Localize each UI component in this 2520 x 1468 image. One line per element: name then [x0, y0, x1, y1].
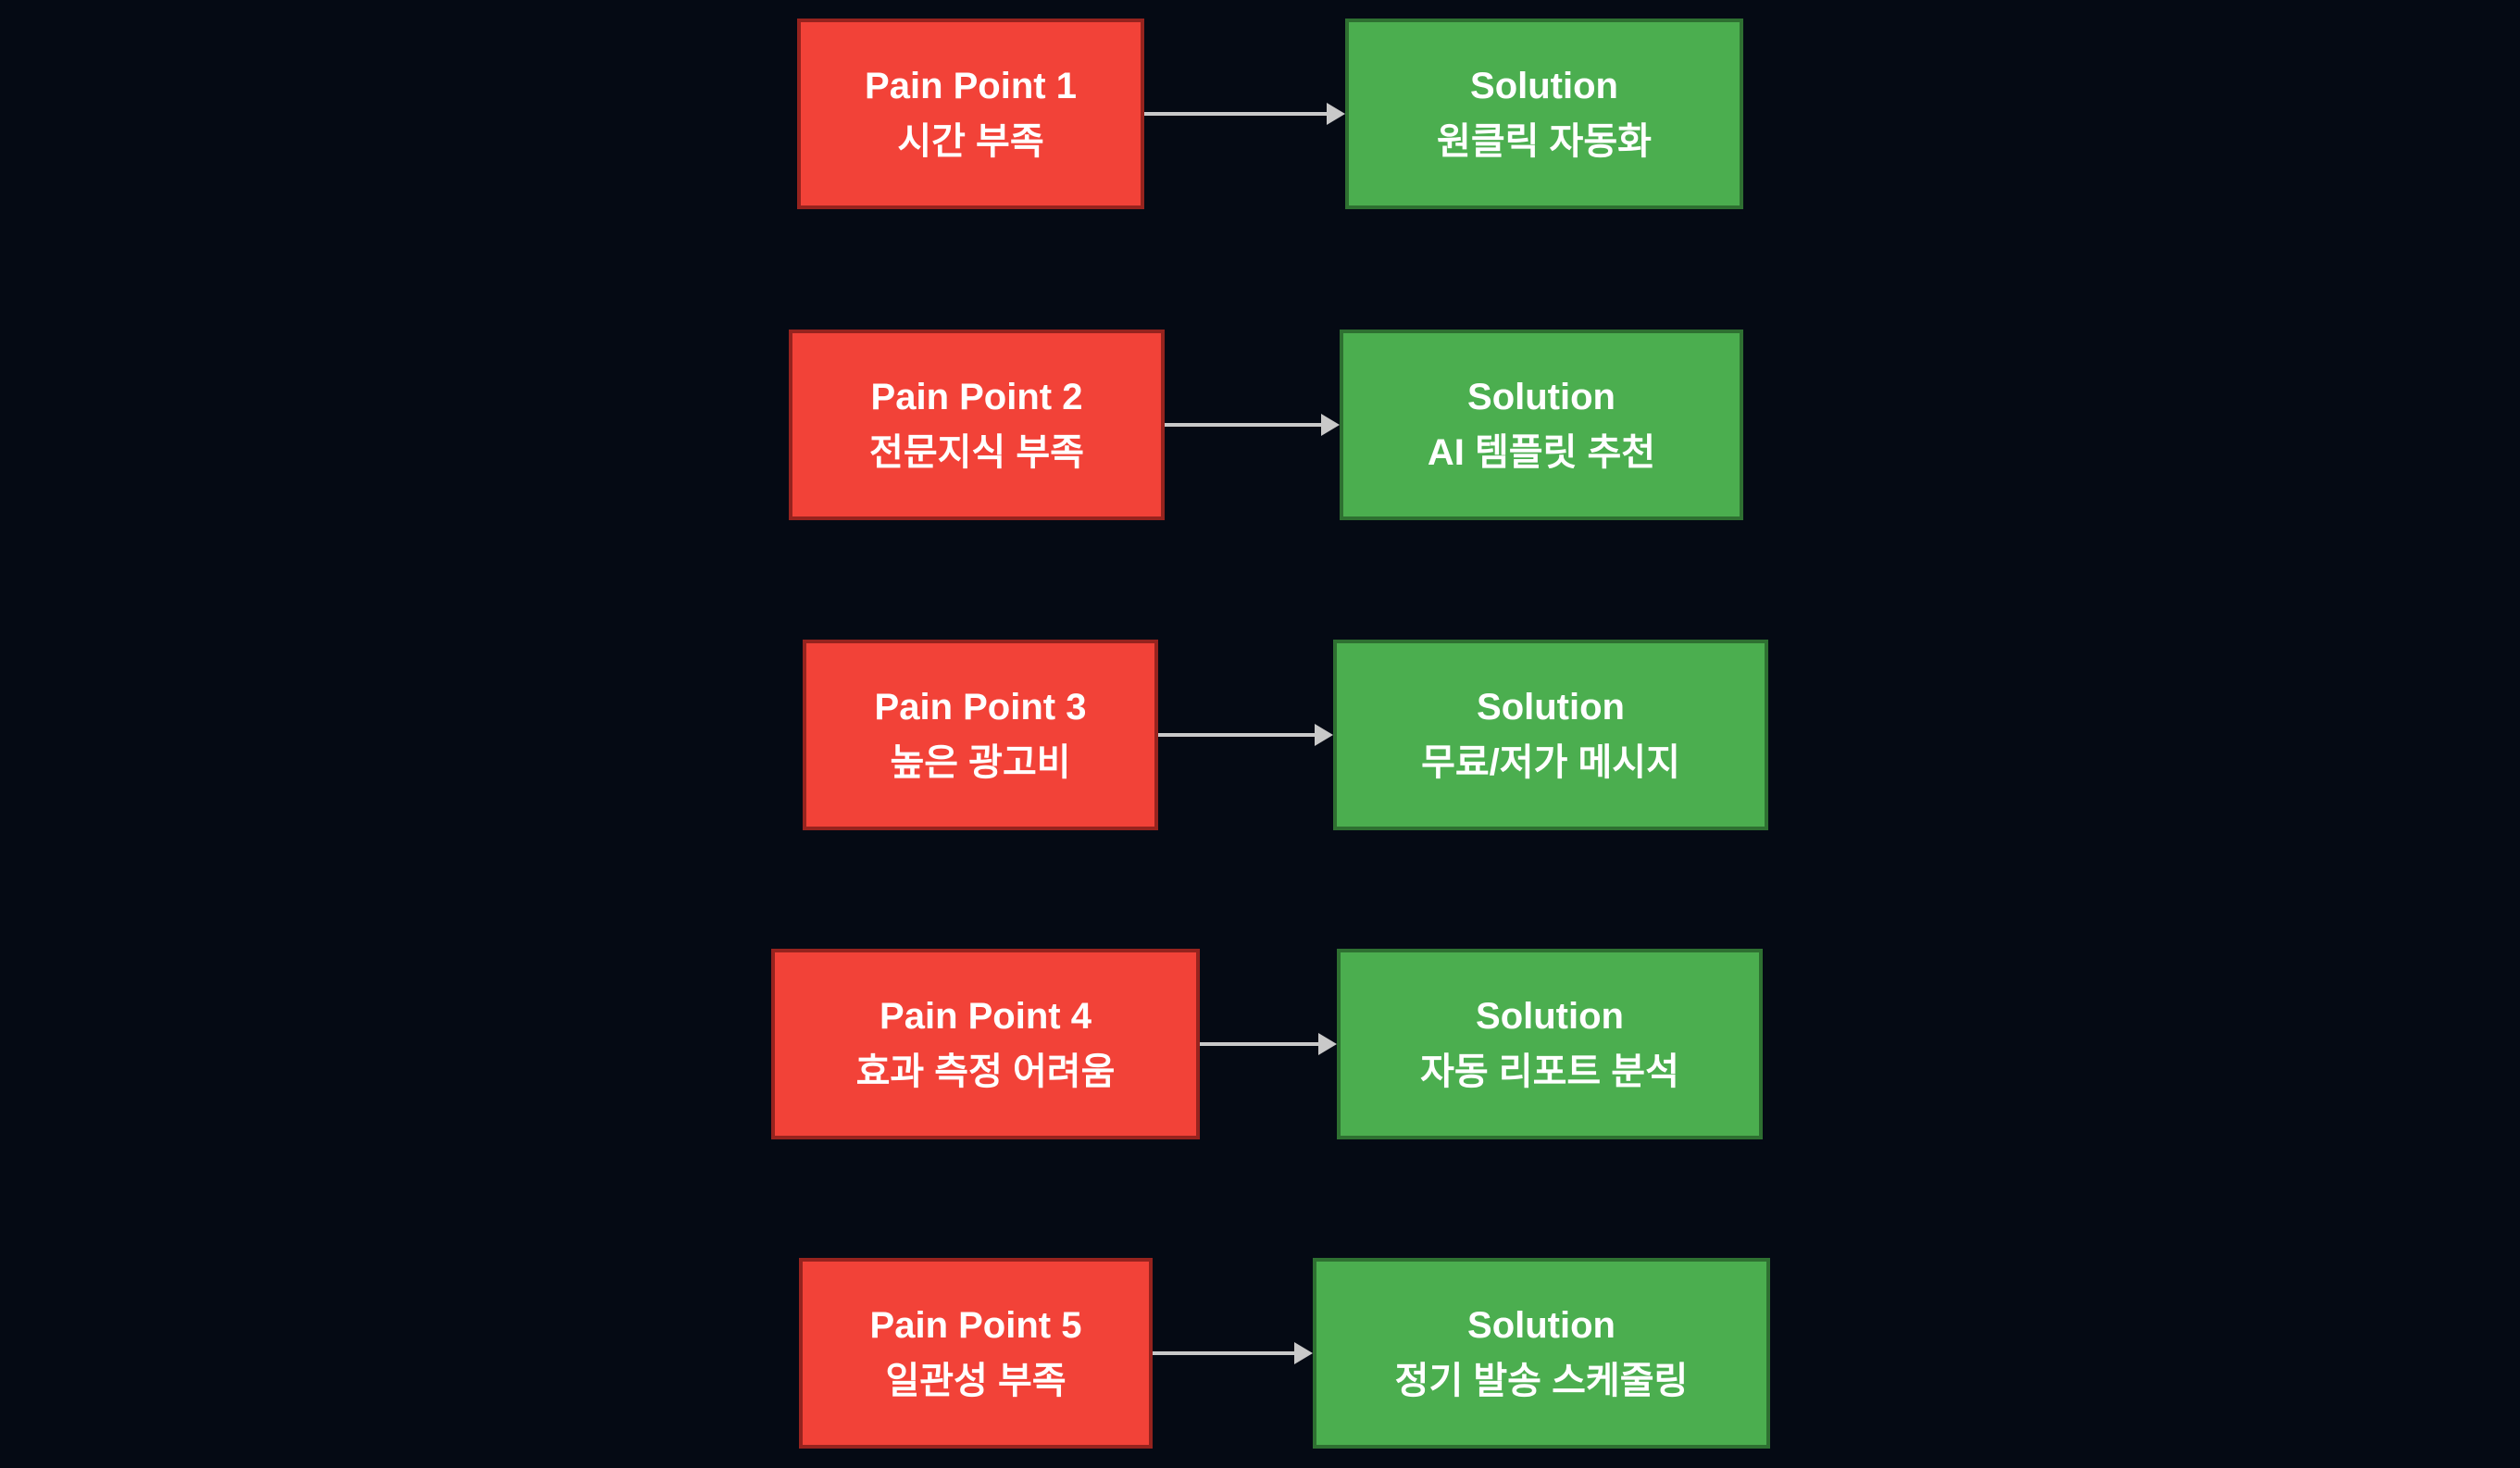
solution-box: Solution 원클릭 자동화 — [1345, 19, 1743, 209]
pain-solution-row: Pain Point 3 높은 광고비 Solution 무료/저가 메시지 — [0, 640, 2520, 830]
solution-title: Solution — [1477, 687, 1625, 728]
arrow-connector — [1200, 1042, 1318, 1046]
pain-point-subtitle: 효과 측정 어려움 — [855, 1051, 1116, 1092]
solution-title: Solution — [1476, 996, 1624, 1037]
solution-subtitle: 무료/저가 메시지 — [1421, 742, 1680, 783]
solution-subtitle: 자동 리포트 분석 — [1420, 1051, 1679, 1092]
pain-point-title: Pain Point 4 — [880, 996, 1092, 1037]
pain-point-subtitle: 일관성 부족 — [885, 1361, 1067, 1401]
arrow-connector — [1153, 1351, 1294, 1355]
pain-solution-row: Pain Point 4 효과 측정 어려움 Solution 자동 리포트 분… — [0, 949, 2520, 1139]
solution-box: Solution 정기 발송 스케줄링 — [1313, 1258, 1770, 1449]
pain-point-title: Pain Point 5 — [869, 1305, 1082, 1346]
arrow-head-icon — [1315, 724, 1333, 746]
arrow-connector — [1165, 423, 1321, 427]
solution-title: Solution — [1467, 1305, 1616, 1346]
pain-solution-row: Pain Point 2 전문지식 부족 Solution AI 템플릿 추천 — [0, 330, 2520, 520]
arrow-head-icon — [1318, 1033, 1337, 1055]
pain-point-box: Pain Point 3 높은 광고비 — [803, 640, 1158, 830]
pain-solution-row: Pain Point 5 일관성 부족 Solution 정기 발송 스케줄링 — [0, 1258, 2520, 1449]
pain-point-title: Pain Point 3 — [874, 687, 1087, 728]
solution-subtitle: 정기 발송 스케줄링 — [1394, 1361, 1689, 1401]
arrow-connector — [1158, 733, 1315, 737]
pain-point-subtitle: 시간 부족 — [897, 121, 1044, 162]
pain-point-box: Pain Point 2 전문지식 부족 — [789, 330, 1165, 520]
solution-box: Solution 자동 리포트 분석 — [1337, 949, 1763, 1139]
solution-title: Solution — [1470, 66, 1618, 106]
arrow-connector — [1144, 112, 1327, 116]
arrow-head-icon — [1321, 414, 1340, 436]
pain-point-box: Pain Point 1 시간 부족 — [797, 19, 1144, 209]
solution-box: Solution AI 템플릿 추천 — [1340, 330, 1743, 520]
pain-point-subtitle: 전문지식 부족 — [869, 432, 1084, 473]
pain-point-box: Pain Point 5 일관성 부족 — [799, 1258, 1153, 1449]
pain-point-title: Pain Point 1 — [865, 66, 1077, 106]
solution-box: Solution 무료/저가 메시지 — [1333, 640, 1768, 830]
solution-subtitle: 원클릭 자동화 — [1437, 121, 1652, 162]
pain-point-box: Pain Point 4 효과 측정 어려움 — [771, 949, 1200, 1139]
pain-solution-row: Pain Point 1 시간 부족 Solution 원클릭 자동화 — [0, 19, 2520, 209]
solution-title: Solution — [1467, 377, 1616, 417]
solution-subtitle: AI 템플릿 추천 — [1427, 432, 1656, 473]
pain-point-subtitle: 높은 광고비 — [890, 742, 1071, 783]
arrow-head-icon — [1294, 1342, 1313, 1364]
pain-point-title: Pain Point 2 — [870, 377, 1083, 417]
arrow-head-icon — [1327, 103, 1345, 125]
